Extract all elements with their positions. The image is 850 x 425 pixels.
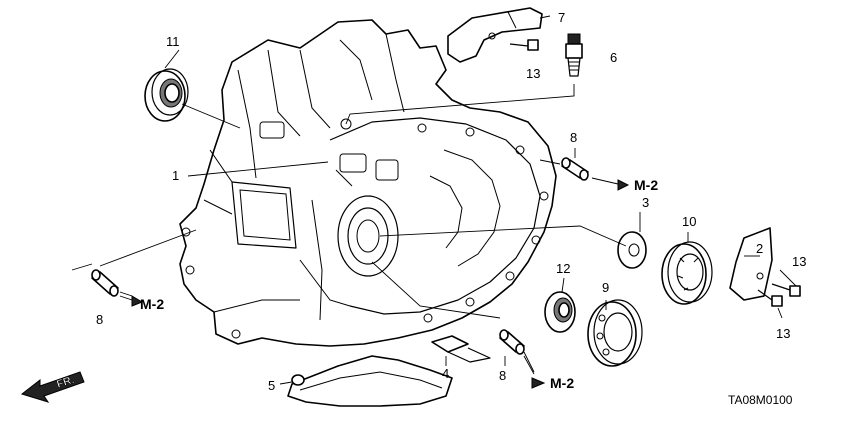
callout-4: 4 [442, 366, 449, 381]
callout-10: 10 [682, 214, 696, 229]
ball-bearing-part-10[interactable] [661, 241, 713, 305]
diagram-code: TA08M0100 [728, 393, 793, 407]
magnet-part-4[interactable] [431, 335, 491, 363]
callout-2: 2 [756, 241, 763, 256]
dowel-pin-part-8-left[interactable] [91, 269, 119, 297]
ball-bearing-part-9[interactable] [587, 299, 643, 367]
front-label: FR. [55, 374, 76, 391]
oil-seal-part-12[interactable] [544, 291, 576, 333]
flange-bolt-part-13-right-bottom[interactable] [757, 289, 783, 307]
guide-plate-part-5[interactable] [287, 355, 453, 407]
callout-12: 12 [556, 261, 570, 276]
callout-3: 3 [642, 195, 649, 210]
callout-8-left: 8 [96, 312, 103, 327]
flange-bolt-part-13-top[interactable] [509, 39, 539, 51]
oil-seal-part-11[interactable] [144, 68, 189, 122]
flange-bolt-part-13-right-top[interactable] [771, 283, 801, 297]
dowel-pin-part-8-bottom[interactable] [499, 329, 525, 355]
section-arrows [119, 177, 630, 389]
backup-light-switch-part-6[interactable] [565, 33, 583, 77]
callout-9: 9 [602, 280, 609, 295]
callout-6: 6 [610, 50, 617, 65]
front-direction-arrow: FR. [20, 371, 85, 403]
callout-8-bottom: 8 [499, 368, 506, 383]
callout-5: 5 [268, 378, 275, 393]
section-ref-m2-top[interactable]: M-2 [634, 177, 658, 193]
callout-13-right-top: 13 [792, 254, 806, 269]
bracket-part-7[interactable] [447, 7, 543, 63]
leader-lines [71, 15, 797, 385]
callout-13-right-bottom: 13 [776, 326, 790, 341]
callout-13-top: 13 [526, 66, 540, 81]
oil-guide-plate-part-3[interactable] [617, 231, 647, 269]
callout-8-top: 8 [570, 130, 577, 145]
set-plate-part-2[interactable] [729, 227, 773, 301]
callout-11: 11 [166, 34, 180, 49]
section-ref-m2-left[interactable]: M-2 [140, 296, 164, 312]
clutch-housing[interactable] [179, 19, 557, 347]
dowel-pin-part-8-top[interactable] [561, 157, 589, 181]
callout-1: 1 [172, 168, 179, 183]
section-ref-m2-bottom[interactable]: M-2 [550, 375, 574, 391]
callout-7: 7 [558, 10, 565, 25]
